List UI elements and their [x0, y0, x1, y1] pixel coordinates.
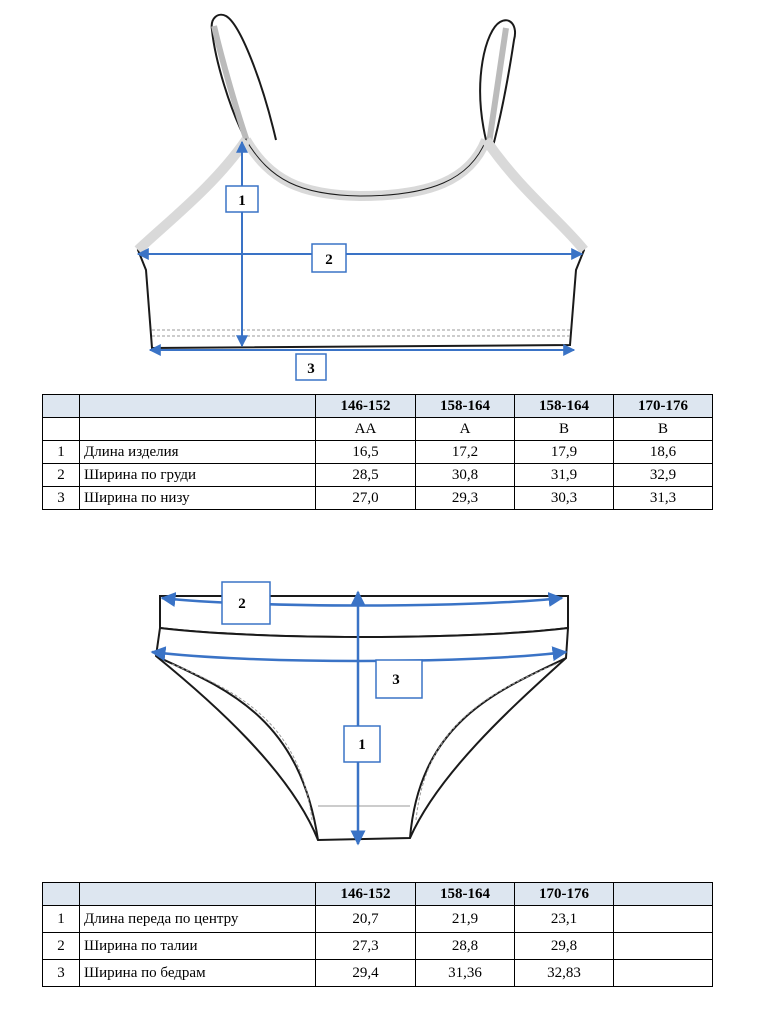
value-cell: 21,9 — [415, 905, 515, 933]
cup-cell: А — [415, 417, 515, 441]
row-number: 2 — [42, 932, 80, 960]
size-header: 170-176 — [514, 882, 614, 906]
row-number: 3 — [42, 486, 80, 510]
briefs-table-header-row: 146-152 158-164 170-176 — [42, 882, 713, 906]
value-cell: 32,83 — [514, 959, 614, 987]
value-cell: 31,36 — [415, 959, 515, 987]
bra-left-armhole-trim — [134, 137, 251, 254]
value-cell: 23,1 — [514, 905, 614, 933]
value-cell: 28,5 — [315, 463, 416, 487]
row-number: 1 — [42, 440, 80, 464]
row-label: Ширина по низу — [79, 486, 316, 510]
briefs-marker-3: 3 — [375, 659, 423, 699]
value-cell: 27,3 — [315, 932, 416, 960]
svg-text:3: 3 — [307, 361, 315, 377]
size-header: 146-152 — [315, 394, 416, 418]
bra-left-strap — [210, 13, 277, 141]
row-label: Длина переда по центру — [79, 905, 316, 933]
bra-body — [136, 137, 586, 350]
value-cell — [613, 905, 713, 933]
bra-table-cup-row: АА А В В — [42, 417, 713, 441]
size-header: 158-164 — [415, 394, 515, 418]
bra-table-header-row: 146-152 158-164 158-164 170-176 — [42, 394, 713, 418]
value-cell: 16,5 — [315, 440, 416, 464]
table-row: 3 Ширина по низу 27,0 29,3 30,3 31,3 — [42, 486, 713, 510]
value-cell: 27,0 — [315, 486, 416, 510]
table-row: 3 Ширина по бедрам 29,4 31,36 32,83 — [42, 959, 713, 987]
size-header: 158-164 — [415, 882, 515, 906]
value-cell: 30,8 — [415, 463, 515, 487]
cup-cell: В — [514, 417, 614, 441]
table-cell — [79, 394, 316, 418]
table-cell — [79, 417, 316, 441]
briefs-right-stitch — [415, 663, 557, 821]
briefs-marker-2: 2 — [221, 581, 271, 625]
row-label: Ширина по бедрам — [79, 959, 316, 987]
row-label: Длина изделия — [79, 440, 316, 464]
row-number: 1 — [42, 905, 80, 933]
table-row: 2 Ширина по груди 28,5 30,8 31,9 32,9 — [42, 463, 713, 487]
cup-cell: В — [613, 417, 713, 441]
size-header: 146-152 — [315, 882, 416, 906]
bra-marker-3: 3 — [295, 353, 327, 381]
size-header: 170-176 — [613, 394, 713, 418]
table-row: 2 Ширина по талии 27,3 28,8 29,8 — [42, 932, 713, 960]
row-label: Ширина по груди — [79, 463, 316, 487]
row-number: 2 — [42, 463, 80, 487]
value-cell: 31,9 — [514, 463, 614, 487]
bra-right-strap — [479, 19, 516, 151]
size-header: 158-164 — [514, 394, 614, 418]
value-cell: 31,3 — [613, 486, 713, 510]
value-cell — [613, 959, 713, 987]
value-cell: 20,7 — [315, 905, 416, 933]
briefs-left-stitch — [171, 663, 313, 821]
table-cell — [42, 394, 80, 418]
table-cell — [42, 417, 80, 441]
svg-text:2: 2 — [238, 596, 246, 612]
bra-sketch-icon: 1 2 3 — [134, 13, 588, 381]
value-cell: 28,8 — [415, 932, 515, 960]
table-cell — [42, 882, 80, 906]
bra-size-table: 146-152 158-164 158-164 170-176 АА А В В… — [42, 394, 713, 510]
value-cell: 17,9 — [514, 440, 614, 464]
value-cell: 17,2 — [415, 440, 515, 464]
row-label: Ширина по талии — [79, 932, 316, 960]
briefs-hip-line — [150, 646, 568, 663]
briefs-sketch-icon: 1 2 3 — [150, 581, 570, 846]
svg-text:2: 2 — [325, 252, 333, 268]
bra-right-strap-trim — [485, 27, 509, 151]
bra-marker-2: 2 — [311, 243, 347, 273]
briefs-size-table: 146-152 158-164 170-176 1 Длина переда п… — [42, 882, 713, 987]
briefs-marker-1: 1 — [343, 725, 381, 763]
svg-text:3: 3 — [392, 672, 400, 688]
row-number: 3 — [42, 959, 80, 987]
value-cell: 29,4 — [315, 959, 416, 987]
value-cell: 32,9 — [613, 463, 713, 487]
table-cell — [79, 882, 316, 906]
value-cell: 29,8 — [514, 932, 614, 960]
bra-left-strap-trim — [211, 25, 253, 151]
value-cell — [613, 932, 713, 960]
table-row: 1 Длина изделия 16,5 17,2 17,9 18,6 — [42, 440, 713, 464]
size-header — [613, 882, 713, 906]
svg-text:1: 1 — [238, 193, 246, 209]
svg-text:1: 1 — [358, 737, 366, 753]
bra-right-armhole-trim — [481, 137, 588, 254]
briefs-waist-line — [160, 591, 564, 607]
cup-cell: АА — [315, 417, 416, 441]
bra-neck-line — [245, 139, 487, 197]
bra-marker-1: 1 — [225, 185, 259, 213]
value-cell: 18,6 — [613, 440, 713, 464]
value-cell: 29,3 — [415, 486, 515, 510]
value-cell: 30,3 — [514, 486, 614, 510]
table-row: 1 Длина переда по центру 20,7 21,9 23,1 — [42, 905, 713, 933]
